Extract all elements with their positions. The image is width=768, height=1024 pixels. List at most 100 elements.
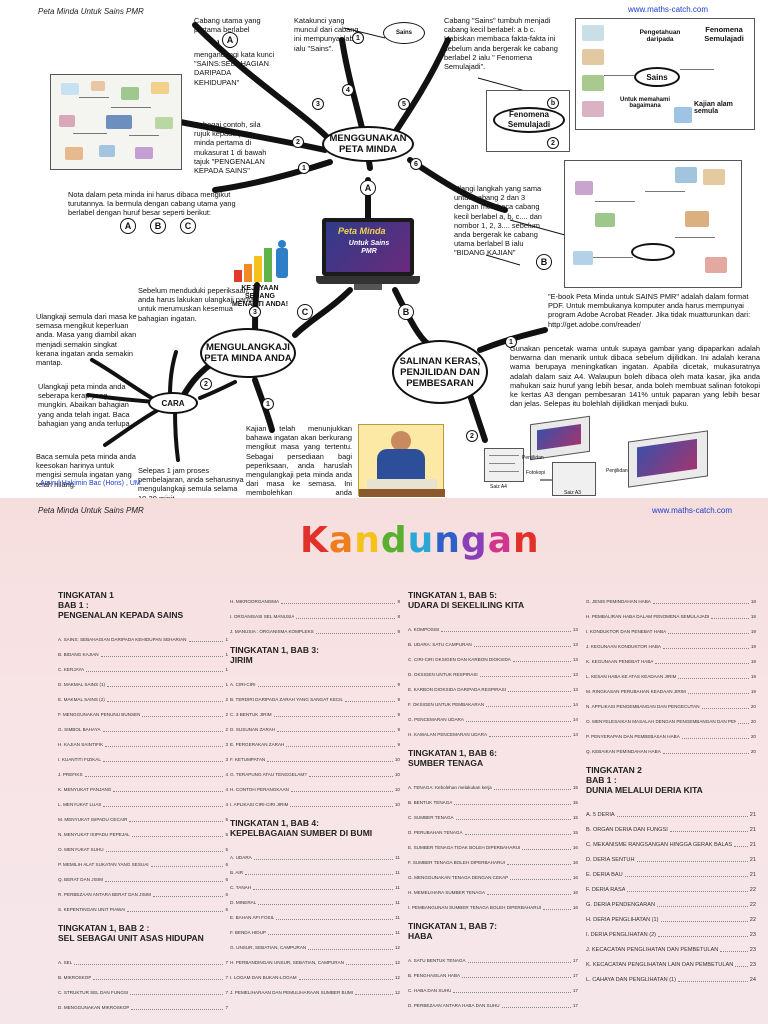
- toc-entry[interactable]: H. PERBANDINGAN UNSUR, SEBATIAN, CAMPURA…: [230, 951, 400, 966]
- contents-website-url[interactable]: www.maths-catch.com: [652, 506, 733, 515]
- toc-entry[interactable]: C. CIRI-CIRI OKSIGEN DAN KARBON DIOKSIDA…: [408, 648, 578, 663]
- toc-entry[interactable]: K. KECACATAN PENGLIHATAN LAIN DAN PEMBET…: [586, 953, 756, 968]
- note-baca-semula: Baca semula peta minda anda keesokan har…: [36, 452, 136, 489]
- toc-entry[interactable]: A. SAINS: SEBAHAGIAN DARIPADA KEHIDUPAN …: [58, 628, 228, 643]
- toc-entry[interactable]: L. CAHAYA DAN PENGLIHATAN (1)24: [586, 968, 756, 983]
- toc-dot-leader: [473, 646, 571, 647]
- toc-entry[interactable]: I. DERIA PENGLIHATAN (2)23: [586, 923, 756, 938]
- toc-entry[interactable]: N. APPLIKASI PENGEMBANGAN DAN PENGECUTAN…: [586, 695, 756, 710]
- toc-entry[interactable]: I. PEMBANGUNAN SUMBER TENAGA BOLEH DIPER…: [408, 896, 578, 911]
- toc-entry-title: A. UDARA: [230, 855, 252, 860]
- toc-entry[interactable]: J. PEMELIHARAAN DAN PEMULIHARAAN SUMBER …: [230, 981, 400, 996]
- toc-dot-leader: [616, 816, 748, 817]
- toc-entry-title: H. KAJIAN SAINTIFIK: [58, 742, 104, 747]
- toc-entry[interactable]: G. TERAPUNG ATAU TENGGELAM?10: [230, 763, 400, 778]
- toc-entry-title: F. MENGGUNAKAN PENUNU BUNSEN: [58, 712, 141, 717]
- toc-entry[interactable]: C. MEKANISME RANGSANGAN HINGGA GERAK BAL…: [586, 833, 756, 848]
- toc-page-number: 11: [395, 885, 400, 890]
- kandungan-title: Kandungan: [300, 520, 540, 561]
- toc-entry[interactable]: D. MAKMAL SAINS (1)1: [58, 673, 228, 688]
- website-url[interactable]: www.maths-catch.com: [628, 5, 709, 14]
- toc-entry[interactable]: H. DERIA PENGLIHATAN (1)22: [586, 908, 756, 923]
- toc-entry[interactable]: E. MAKMAL SAINS (2)2: [58, 688, 228, 703]
- toc-entry-title: I. LOGAM DAN BUKAN-LOGAM: [230, 975, 297, 980]
- toc-entry[interactable]: E. SUMBER TENAGA TIDAK BOLEH DIPERBAHARU…: [408, 836, 578, 851]
- toc-entry[interactable]: H. PEMBALIRAN HABA DALAM FENOMENA SEMULA…: [586, 605, 756, 620]
- toc-entry[interactable]: B. TERDIRI DARIPADA ZARAH YANG SANGAT KE…: [230, 688, 400, 703]
- toc-entry[interactable]: O. MENYELESAIKAN MASALAH DENGAN PENGEMBA…: [586, 710, 756, 725]
